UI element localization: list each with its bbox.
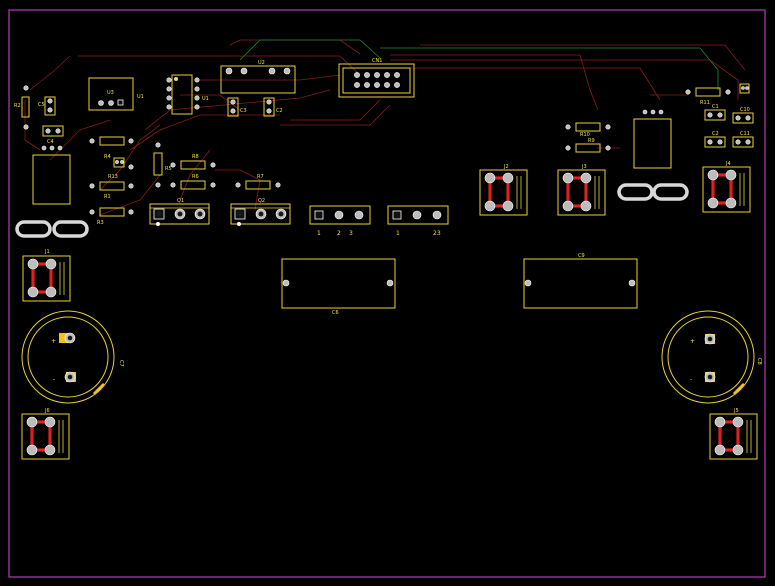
- c5-capacitor[interactable]: C5: [38, 96, 56, 116]
- c6-capacitor[interactable]: C6: [281, 258, 396, 316]
- q2-label: Q2: [258, 198, 265, 204]
- q2-transistor[interactable]: Q2: [230, 198, 291, 226]
- j3-terminal[interactable]: J3: [557, 164, 606, 216]
- c8-plus: +: [690, 338, 695, 345]
- r1-label: R1: [104, 194, 111, 200]
- left-regulator[interactable]: [32, 145, 71, 205]
- r1-resistor[interactable]: R1: [89, 181, 134, 200]
- header-23pin[interactable]: 1 23: [387, 205, 449, 237]
- r13-resistor[interactable]: R13: [108, 157, 134, 180]
- r3-label: R3: [97, 220, 104, 226]
- j6-terminal[interactable]: J6: [21, 408, 70, 460]
- r11-label: R11: [700, 100, 710, 106]
- j6-label: J6: [44, 408, 50, 414]
- oval-pads-left[interactable]: [15, 220, 89, 238]
- c10-capacitor[interactable]: C10: [732, 107, 754, 124]
- traces: [24, 39, 746, 216]
- r6-label: R6: [192, 174, 199, 180]
- u2-regulator[interactable]: U2: [220, 60, 296, 94]
- board-outline: [8, 9, 766, 578]
- hdr2-pin23: 23: [433, 230, 441, 237]
- r7-resistor[interactable]: R7: [235, 174, 281, 190]
- hdr1-pin1: 1: [317, 230, 321, 237]
- r2-label: R2: [14, 103, 21, 109]
- r9-resistor[interactable]: R9: [565, 138, 611, 153]
- j1-label: J1: [44, 249, 50, 255]
- c6-label: C6: [332, 310, 339, 316]
- r8-label: R8: [192, 154, 199, 160]
- cn1-connector[interactable]: CN1: [338, 58, 415, 98]
- r11-resistor[interactable]: R11: [685, 87, 731, 106]
- c4-label: C4: [47, 139, 54, 145]
- r7-label: R7: [257, 174, 264, 180]
- c2-capacitor-top[interactable]: C2: [263, 97, 283, 117]
- j5-label: J5: [733, 408, 739, 414]
- j4-terminal[interactable]: J4: [702, 161, 751, 213]
- u3-label: U3: [107, 90, 114, 96]
- u1-label: U1: [202, 96, 209, 102]
- r3-resistor[interactable]: R3: [89, 207, 134, 226]
- hdr1-pin2: 2: [337, 230, 341, 237]
- c3-label: C3: [240, 108, 247, 114]
- c8-electrolytic[interactable]: + - C8: [661, 310, 762, 404]
- oval-pads-right[interactable]: [617, 183, 689, 201]
- right-regulator[interactable]: [633, 109, 672, 169]
- c4-capacitor[interactable]: C4: [42, 125, 64, 145]
- r4-label: R4: [104, 154, 111, 160]
- c9-capacitor[interactable]: C9: [523, 253, 638, 309]
- c2-top-label: C2: [276, 108, 283, 114]
- c5-label: C5: [38, 102, 45, 108]
- r6-resistor[interactable]: R6: [170, 174, 216, 190]
- hdr1-pin3: 3: [349, 230, 353, 237]
- c3-capacitor[interactable]: C3: [227, 97, 247, 117]
- hdr2-pin1: 1: [396, 230, 400, 237]
- r5-label: R5: [165, 166, 172, 172]
- c10-label: C10: [740, 107, 750, 113]
- u1-dip-ic[interactable]: U1: [166, 74, 209, 115]
- j4-label: J4: [725, 161, 731, 167]
- j2-label: J2: [503, 164, 509, 170]
- r10-resistor[interactable]: R10: [565, 122, 611, 138]
- c2-label: C2: [712, 131, 719, 137]
- r13-label: R13: [108, 174, 118, 180]
- r8-resistor[interactable]: R8: [170, 154, 216, 170]
- u1-side-label: U1: [137, 94, 144, 100]
- c1-capacitor[interactable]: C1: [704, 104, 726, 121]
- j5-terminal[interactable]: J5: [709, 408, 758, 460]
- r9-label: R9: [588, 138, 595, 144]
- r2-resistor[interactable]: R2: [14, 85, 30, 130]
- c11-capacitor[interactable]: C11: [732, 131, 754, 148]
- r5-resistor[interactable]: R5: [153, 142, 172, 188]
- c7-plus: +: [51, 338, 56, 345]
- u3-chip[interactable]: U3 U1: [88, 77, 144, 111]
- c1-label: C1: [712, 104, 719, 110]
- cn1-label: CN1: [372, 58, 382, 64]
- c7-label: C7: [118, 360, 124, 367]
- c8-label: C8: [756, 358, 762, 365]
- q1-label: Q1: [177, 198, 184, 204]
- c9-label: C9: [578, 253, 585, 259]
- j2-terminal[interactable]: J2: [479, 164, 528, 216]
- c7-minus: -: [53, 376, 55, 383]
- c8-minus: -: [690, 376, 692, 383]
- r10-label: R10: [580, 132, 590, 138]
- header-3pin[interactable]: 1 2 3: [309, 205, 371, 237]
- c11-label: C11: [740, 131, 750, 137]
- j3-label: J3: [581, 164, 587, 170]
- r4-resistor[interactable]: R4: [89, 136, 134, 160]
- q1-transistor[interactable]: Q1: [149, 198, 210, 226]
- c7-electrolytic[interactable]: + - C7: [21, 310, 124, 404]
- c2-capacitor[interactable]: C2: [704, 131, 726, 148]
- r12-resistor[interactable]: [739, 83, 750, 94]
- j1-terminal[interactable]: J1: [22, 249, 71, 302]
- u2-label: U2: [258, 60, 265, 66]
